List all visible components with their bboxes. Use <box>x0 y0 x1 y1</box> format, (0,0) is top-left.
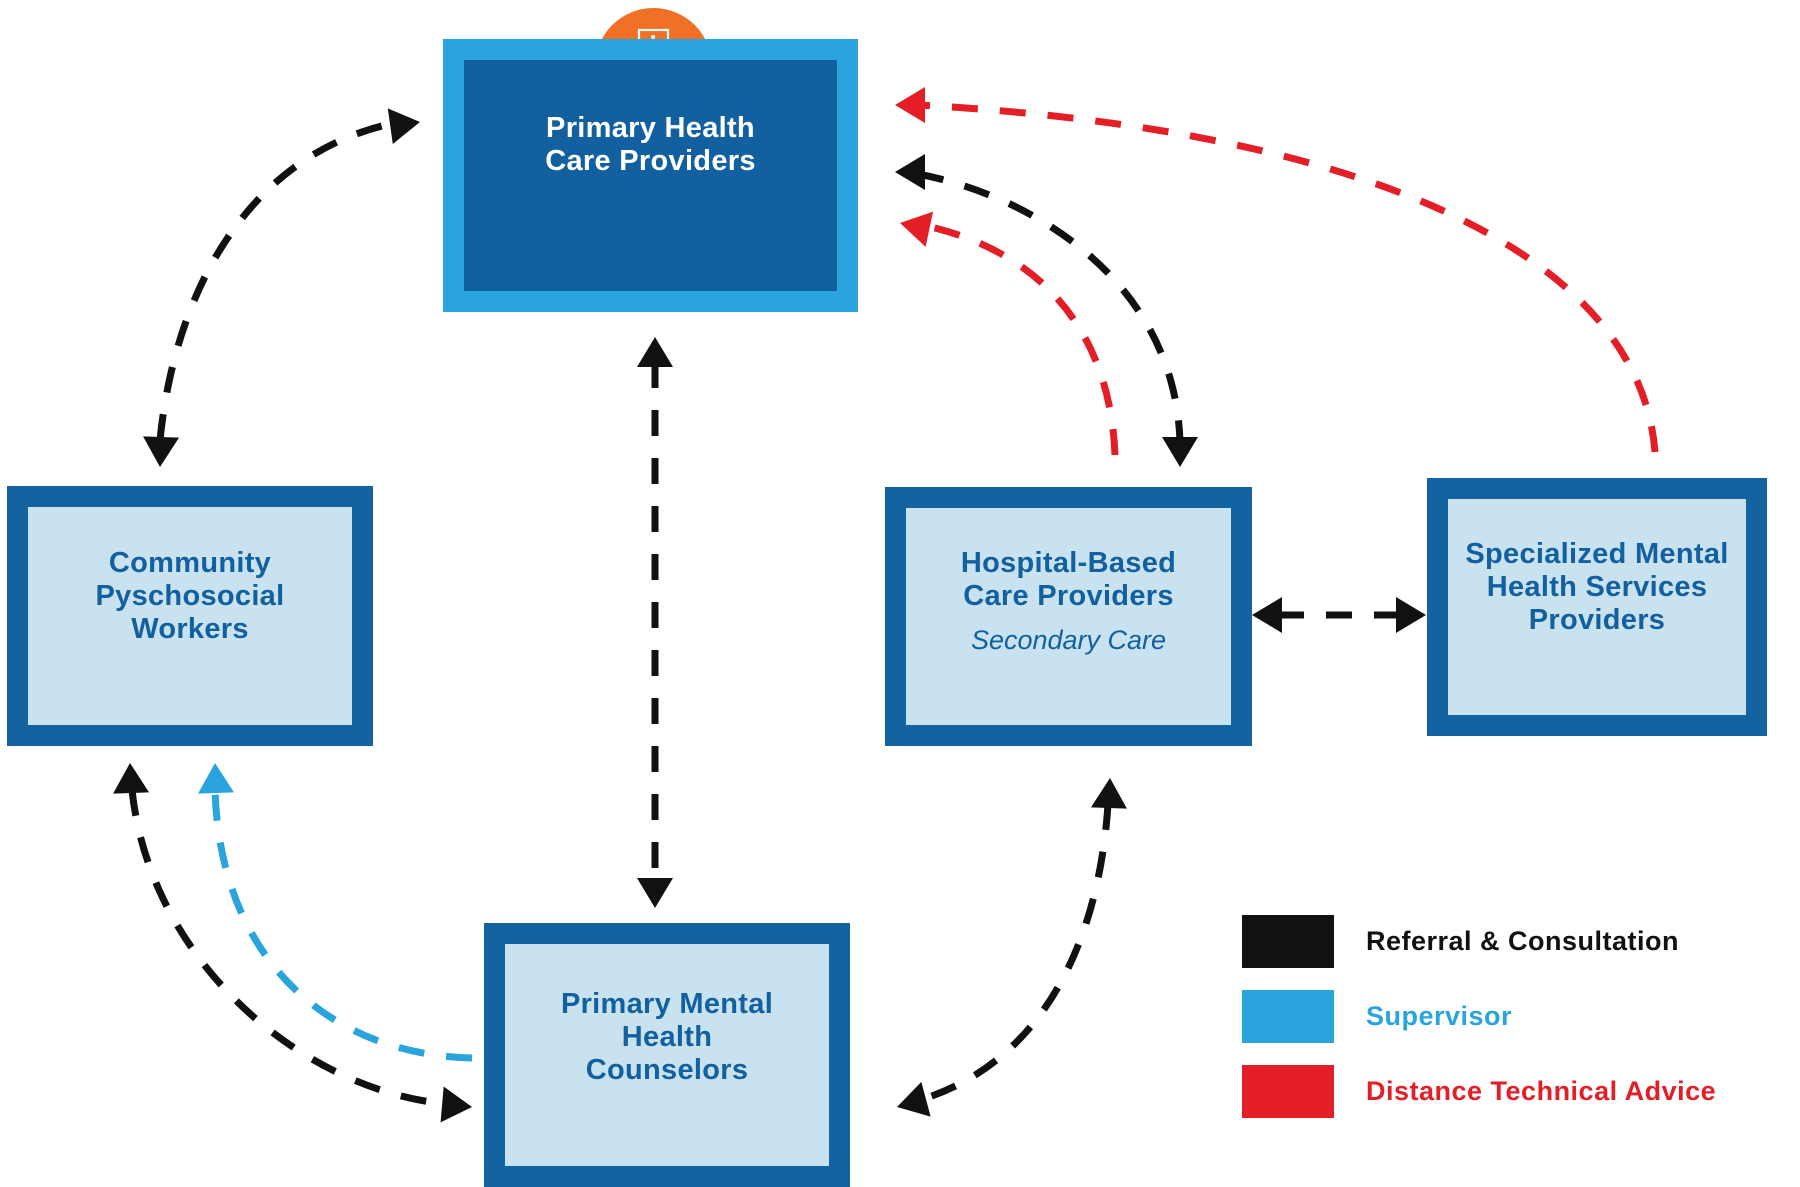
node-title-line: Counselors <box>585 1053 749 1086</box>
arrow-pmh-hospital <box>897 778 1127 1117</box>
arrow-line <box>128 789 448 1108</box>
arrow-community-primary <box>143 108 420 467</box>
arrowhead-icon <box>1396 597 1426 633</box>
arrowhead-icon <box>637 337 673 367</box>
node-hospital-based-care-providers: Hospital-Based Care Providers Secondary … <box>885 487 1252 746</box>
arrow-primary-pmh <box>637 337 673 908</box>
arrowhead-icon <box>1090 778 1127 809</box>
arrowhead-icon <box>897 1081 931 1117</box>
legend-swatch-referral <box>1242 915 1334 968</box>
arrow-pmh-community-supervisor <box>198 763 473 1062</box>
node-title-line: Workers <box>131 612 249 645</box>
legend-label-referral: Referral & Consultation <box>1366 926 1680 956</box>
node-title-line: Care Providers <box>963 580 1174 612</box>
arrow-line <box>917 101 1659 453</box>
arrow-community-pmh <box>113 763 472 1123</box>
arrowhead-icon <box>1162 437 1198 467</box>
arrowhead-icon <box>895 154 925 190</box>
arrowhead-icon <box>900 211 934 247</box>
node-title-line: Pyschosocial <box>95 579 285 612</box>
node-primary-mental-health-counselors: Primary Mental Health Counselors <box>484 923 850 1187</box>
arrow-hospital-primary <box>895 154 1198 467</box>
arrowhead-icon <box>440 1086 472 1123</box>
legend-swatch-supervisor <box>1242 990 1334 1043</box>
node-title-line: Community <box>108 546 272 579</box>
arrow-hospital-specialized <box>1252 597 1426 633</box>
arrowhead-icon <box>895 87 925 123</box>
legend-label-supervisor: Supervisor <box>1366 1001 1513 1031</box>
node-title-line: Primary Mental <box>560 987 774 1020</box>
node-title-line: Care Providers <box>545 144 756 177</box>
arrow-line <box>917 170 1184 443</box>
arrowhead-icon <box>1252 597 1282 633</box>
arrow-hospital-primary-advice <box>900 211 1119 456</box>
node-primary-health-care-providers: Primary Health Care Providers <box>443 39 858 312</box>
arrow-line <box>211 789 473 1062</box>
node-subtitle: Secondary Care <box>970 625 1167 655</box>
arrowhead-icon <box>113 763 150 794</box>
arrow-line <box>918 803 1112 1104</box>
node-specialized-mental-health-services: Specialized Mental Health Services Provi… <box>1427 478 1767 736</box>
node-title-line: Specialized Mental <box>1465 537 1729 570</box>
arrowhead-icon <box>143 436 180 467</box>
arrowhead-icon <box>198 763 235 794</box>
legend-label-distance: Distance Technical Advice <box>1366 1076 1717 1106</box>
node-title-line: Health Services <box>1486 570 1708 603</box>
node-title-line: Hospital-Based <box>960 547 1177 579</box>
node-community-psychosocial-workers: Community Pyschosocial Workers <box>7 486 373 746</box>
arrow-specialized-primary-advice <box>895 87 1659 453</box>
arrowhead-icon <box>387 108 420 145</box>
legend-swatch-distance <box>1242 1065 1334 1118</box>
node-title-line: Providers <box>1528 603 1666 636</box>
node-title-line: Health <box>621 1020 713 1053</box>
arrowhead-icon <box>637 878 673 908</box>
arrow-line <box>156 118 401 441</box>
arrow-line <box>921 221 1119 456</box>
node-title-line: Primary Health <box>546 111 755 144</box>
